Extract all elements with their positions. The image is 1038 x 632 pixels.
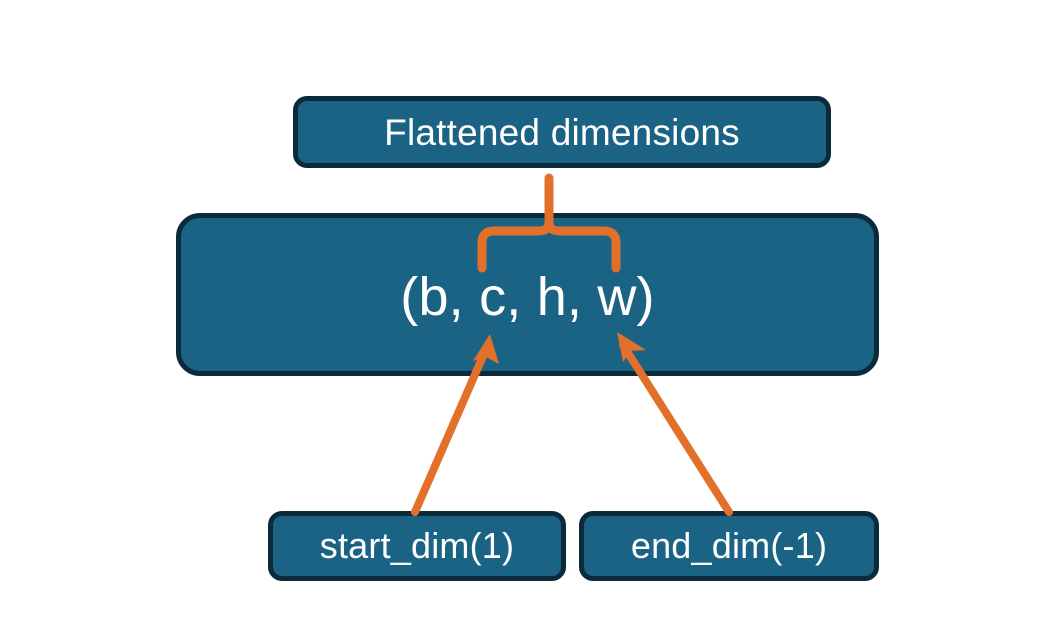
- start-dim-label: start_dim(1): [319, 525, 515, 566]
- end-dim-label: end_dim(-1): [630, 525, 828, 566]
- end-dim-node: end_dim(-1): [579, 511, 879, 581]
- flattened-dimensions-node: Flattened dimensions: [293, 96, 831, 168]
- start-dim-node: start_dim(1): [268, 511, 566, 581]
- tensor-shape-label: (b, c, h, w): [400, 266, 655, 327]
- tensor-shape-node: (b, c, h, w): [176, 213, 879, 376]
- flattened-dimensions-label: Flattened dimensions: [384, 111, 740, 153]
